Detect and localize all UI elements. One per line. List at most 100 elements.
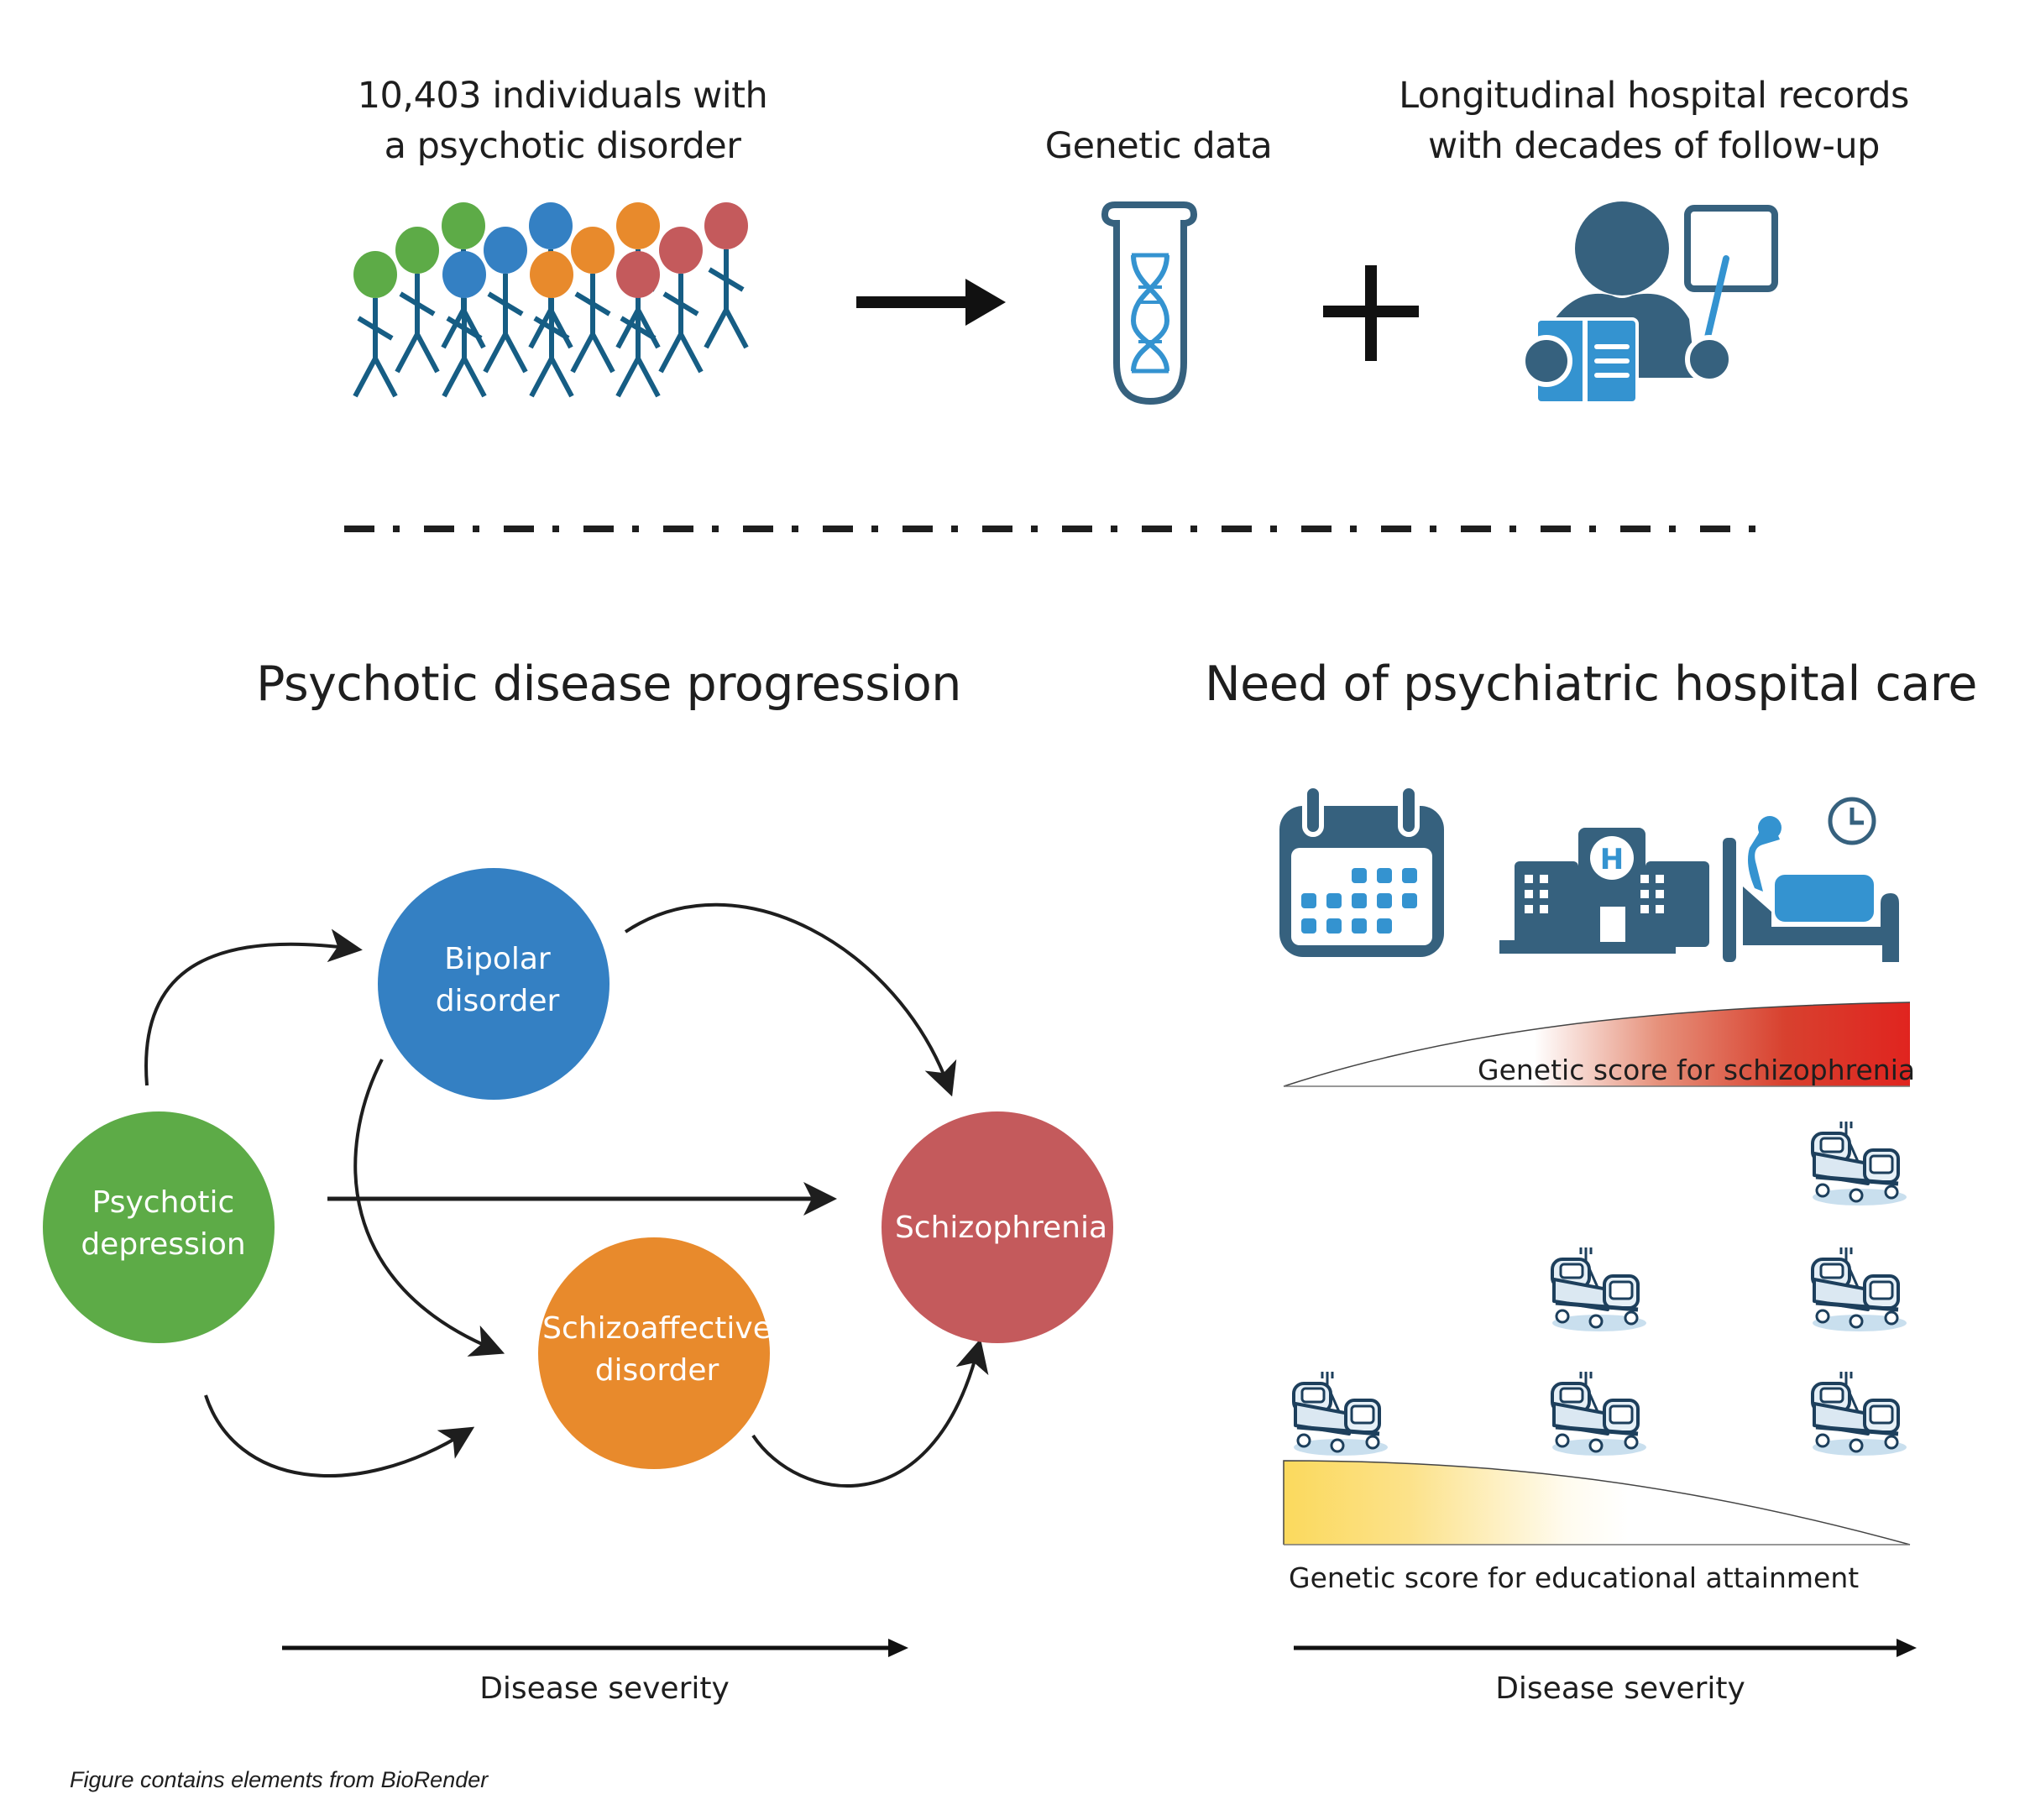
right-severity-arrow — [1294, 1639, 1917, 1657]
stick-figure — [704, 202, 749, 349]
node-psychotic-depression — [43, 1111, 275, 1343]
stick-figure-head — [530, 251, 573, 298]
node-bipolar-disorder — [378, 868, 610, 1100]
inpatient-bed-clock-icon — [1723, 797, 1899, 962]
node-label-schizophrenia: Schizophrenia — [894, 1211, 1108, 1245]
stick-figure-head — [529, 202, 573, 249]
cohort-label-line1: 10,403 individuals with — [357, 75, 768, 117]
divider-dash — [1461, 526, 1491, 532]
cohort-label-line2: a psychotic disorder — [384, 125, 741, 167]
divider-dot — [1190, 526, 1197, 532]
hospital-bed-icon — [1292, 1372, 1388, 1456]
plus-icon — [1323, 265, 1419, 361]
calendar-icon — [1279, 783, 1444, 957]
left-severity-label: Disease severity — [479, 1671, 730, 1706]
stick-figure-head — [442, 202, 485, 249]
divider-dash — [344, 526, 374, 532]
section-divider — [344, 526, 1755, 532]
hospital-bed-icon — [1811, 1372, 1907, 1456]
left-panel-title: Psychotic disease progression — [256, 656, 961, 712]
divider-dot — [712, 526, 719, 532]
edge-psychotic-depression-to-schizoaffective — [204, 1394, 475, 1477]
stick-figure-head — [442, 251, 486, 298]
divider-dash — [1222, 526, 1252, 532]
stick-figure-head — [484, 227, 527, 274]
stick-figure — [442, 251, 487, 398]
divider-dash — [663, 526, 693, 532]
genetic-data-label: Genetic data — [1044, 125, 1273, 167]
stick-figure-head — [571, 227, 615, 274]
hospital-building-icon: H — [1499, 828, 1709, 954]
divider-dot — [1111, 526, 1117, 532]
divider-dot — [1270, 526, 1277, 532]
divider-dot — [951, 526, 958, 532]
stick-figure — [658, 227, 704, 374]
edge-bipolar-to-schizoaffective — [353, 1059, 505, 1357]
svg-text:H: H — [1600, 843, 1624, 876]
divider-dash — [1142, 526, 1172, 532]
node-schizophrenia — [882, 1111, 1113, 1343]
divider-dash — [903, 526, 933, 532]
dna-test-tube-icon — [1101, 201, 1198, 405]
stick-figure-head — [704, 202, 748, 249]
divider-dash — [982, 526, 1012, 532]
stick-figure-head — [616, 202, 660, 249]
stick-figure — [483, 227, 528, 374]
divider-dash — [1062, 526, 1092, 532]
stick-figure — [529, 251, 574, 398]
divider-dot — [1669, 526, 1676, 532]
education-score-label: Genetic score for educational attainment — [1289, 1561, 1860, 1594]
divider-dash — [424, 526, 454, 532]
divider-dot — [1749, 526, 1755, 532]
divider-dot — [1430, 526, 1436, 532]
divider-dash — [743, 526, 773, 532]
cohort-label: 10,403 individuals with a psychotic diso… — [319, 71, 806, 171]
divider-dash — [1381, 526, 1411, 532]
right-severity-label: Disease severity — [1495, 1671, 1745, 1706]
stick-figure — [615, 251, 661, 398]
divider-dot — [1031, 526, 1038, 532]
left-severity-arrow — [282, 1639, 908, 1657]
node-schizoaffective-disorder — [538, 1237, 770, 1469]
stick-figure — [570, 227, 615, 374]
records-label-line1: Longitudinal hospital records — [1399, 75, 1909, 117]
hospital-bed-icon — [1551, 1247, 1646, 1331]
divider-dash — [1700, 526, 1730, 532]
schizophrenia-score-label: Genetic score for schizophrenia — [1478, 1054, 1916, 1086]
divider-dash — [823, 526, 853, 532]
stick-figure-head — [659, 227, 703, 274]
hospital-bed-icon — [1551, 1372, 1646, 1456]
stick-figure-crowd — [353, 202, 749, 398]
divider-dash — [583, 526, 614, 532]
education-score-gradient — [1283, 1460, 1911, 1545]
stick-figure-head — [616, 251, 660, 298]
footnote: Figure contains elements from BioRender — [70, 1767, 489, 1792]
divider-dot — [632, 526, 639, 532]
divider-dash — [504, 526, 534, 532]
hospital-bed-icon — [1811, 1122, 1907, 1205]
divider-dot — [473, 526, 479, 532]
stick-figure-head — [353, 251, 397, 298]
divider-dash — [1620, 526, 1651, 532]
divider-dot — [552, 526, 559, 532]
divider-dot — [1350, 526, 1357, 532]
stick-figure — [395, 227, 440, 374]
disease-progression-diagram — [43, 868, 1113, 1488]
right-panel-title: Need of psychiatric hospital care — [1204, 656, 1978, 712]
schizophrenia-score-gradient — [1283, 1002, 1911, 1087]
stick-figure — [353, 251, 398, 398]
divider-dot — [871, 526, 878, 532]
stick-figure-head — [395, 227, 439, 274]
divider-dash — [1541, 526, 1571, 532]
hospital-bed-icon — [1811, 1247, 1907, 1331]
divider-dot — [1509, 526, 1516, 532]
divider-dot — [393, 526, 400, 532]
edge-psychotic-depression-to-bipolar — [144, 928, 363, 1086]
hospital-records-label: Longitudinal hospital records with decad… — [1360, 71, 1948, 171]
edge-bipolar-to-schizophrenia — [624, 902, 957, 1097]
arrow-right-icon — [856, 279, 1006, 326]
edge-schizoaffective-to-schizophrenia — [751, 1338, 989, 1488]
